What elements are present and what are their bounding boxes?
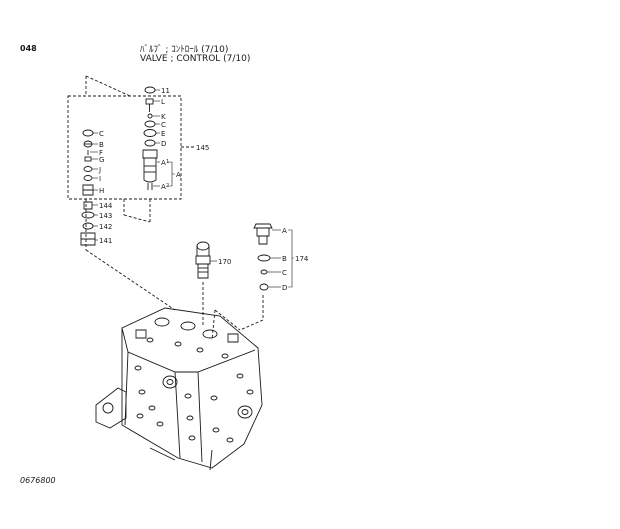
callout-center-sub-0: 1 (166, 159, 169, 165)
callout-center-6: A (161, 159, 166, 167)
callout-center-3: C (161, 121, 166, 129)
title-japanese: ﾊﾞﾙﾌﾞ ; ｺﾝﾄﾛｰﾙ (7/10) (140, 45, 229, 55)
drawing-number: 0676800 (20, 476, 56, 485)
right-group-174 (253, 223, 294, 291)
callout-lower-0: 144 (99, 202, 113, 210)
callout-left-4: J (98, 166, 101, 174)
callout-center-8: A (161, 183, 166, 191)
callout-left-2: F (99, 149, 103, 157)
leader-lines (85, 75, 264, 341)
callout-part-170: 170 (218, 258, 231, 266)
callout-right-2: C (282, 269, 287, 277)
callout-left-6: H (99, 187, 104, 195)
callout-right-3: D (282, 284, 287, 292)
callout-group-174: 174 (295, 255, 309, 263)
callout-lower-3: 141 (99, 237, 112, 245)
callout-center-1: L (161, 98, 165, 106)
callout-center-7: A (176, 171, 181, 179)
callout-center-5: D (161, 140, 166, 148)
dashed-group-box-145 (67, 95, 195, 200)
callout-left-1: B (99, 141, 104, 149)
part-170-valve (195, 241, 217, 279)
callout-right-0: A (282, 227, 287, 235)
callout-center-sub-1: 2 (166, 183, 169, 189)
callout-lower-1: 143 (99, 212, 112, 220)
callout-labels: C B F G J I H 11 L K C E D A 1 A A 2 145… (98, 87, 309, 292)
callout-center-0: 11 (161, 87, 170, 95)
lower-left-parts (80, 201, 98, 246)
callout-lower-2: 142 (99, 223, 112, 231)
title-english: VALVE ; CONTROL (7/10) (140, 54, 251, 64)
callout-group-145: 145 (196, 144, 209, 152)
center-column-parts (142, 86, 175, 190)
page-number: 048 (20, 44, 37, 53)
control-valve-block (95, 307, 263, 471)
callout-right-1: B (282, 255, 287, 263)
callout-center-2: K (161, 113, 166, 121)
callout-center-4: E (161, 130, 165, 138)
callout-left-5: I (99, 175, 101, 183)
left-column-parts (82, 129, 98, 196)
callout-left-3: G (99, 156, 104, 164)
callout-left-0: C (99, 130, 104, 138)
